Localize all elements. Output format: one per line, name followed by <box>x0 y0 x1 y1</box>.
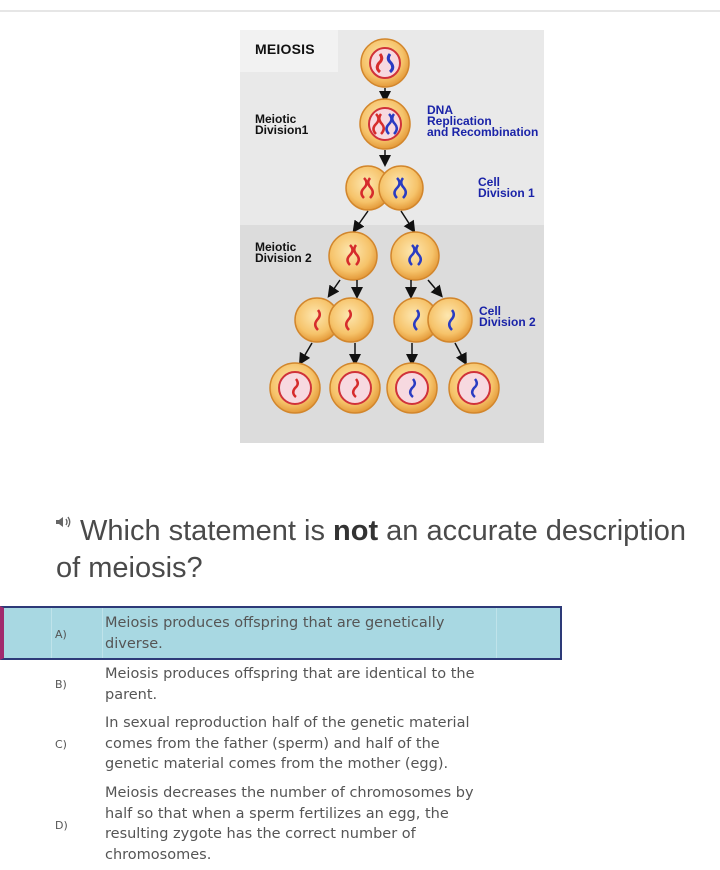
gamete-2 <box>329 362 381 414</box>
gamete-3 <box>386 362 438 414</box>
meiosis-diagram: MEIOSIS Meiotic Division1 Meiotic Divisi… <box>240 30 544 443</box>
daughter-cell-blue <box>390 231 440 281</box>
question-text: Which statement is not an accurate descr… <box>56 513 716 587</box>
replicated-cell <box>359 98 411 150</box>
dividing-cell-1 <box>345 165 424 211</box>
answer-letter: B) <box>55 678 67 691</box>
dividing-cell-2-right <box>393 297 473 343</box>
answer-option-a[interactable]: A) Meiosis produces offspring that are g… <box>0 606 562 660</box>
parent-cell <box>360 38 410 88</box>
answer-letter: C) <box>55 738 67 751</box>
answer-separator <box>496 608 497 658</box>
meiosis-illustration <box>269 38 500 414</box>
answer-option-b[interactable]: B) Meiosis produces offspring that are i… <box>0 662 562 710</box>
answer-text: In sexual reproduction half of the genet… <box>105 715 470 772</box>
answer-option-d[interactable]: D) Meiosis decreases the number of chrom… <box>0 782 562 868</box>
dividing-cell-2-left <box>294 297 374 343</box>
answer-option-c[interactable]: C) In sexual reproduction half of the ge… <box>0 712 562 778</box>
answer-text: Meiosis produces offspring that are gene… <box>105 615 445 652</box>
gamete-4 <box>448 362 500 414</box>
top-divider <box>0 10 720 12</box>
speaker-icon[interactable] <box>55 515 73 529</box>
cell-division-2-label: Cell Division 2 <box>479 304 536 329</box>
diagram-title: MEIOSIS <box>255 41 315 57</box>
dna-replication-label: DNA Replication and Recombination <box>427 103 539 139</box>
meiotic-division-1-label: Meiotic Division1 <box>255 112 309 137</box>
answer-separator <box>51 608 52 658</box>
diagram-title-box <box>240 30 338 72</box>
cell-division-1-label: Cell Division 1 <box>478 175 535 200</box>
question-emphasis: not <box>333 515 379 547</box>
meiotic-division-2-label: Meiotic Division 2 <box>255 240 312 265</box>
answer-text: Meiosis decreases the number of chromoso… <box>105 785 474 863</box>
answer-separator <box>102 608 103 658</box>
answer-letter: D) <box>55 819 68 832</box>
gamete-1 <box>269 362 321 414</box>
daughter-cell-red <box>328 231 378 281</box>
answer-text: Meiosis produces offspring that are iden… <box>105 666 475 703</box>
question-prefix: Which statement is <box>80 515 334 547</box>
answer-letter: A) <box>55 628 67 641</box>
question-suffix: an accurate description of meiosis? <box>56 515 687 584</box>
